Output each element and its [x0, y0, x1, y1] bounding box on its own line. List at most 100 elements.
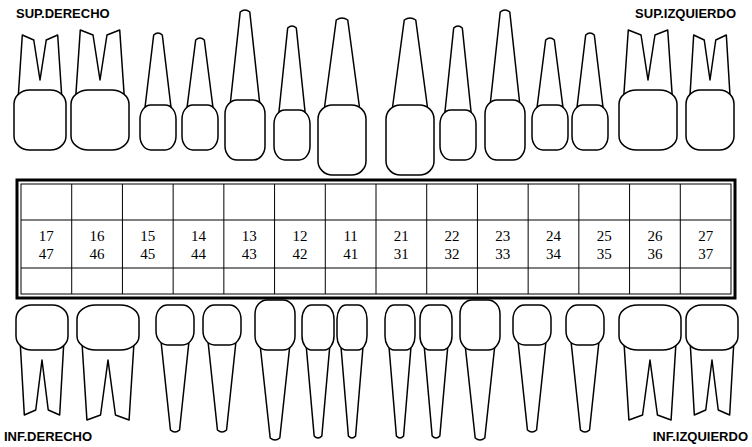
tooth-root	[392, 18, 428, 113]
tooth-crown	[77, 305, 139, 350]
tooth-number: 26	[630, 228, 681, 245]
tooth-crown	[513, 305, 551, 345]
tooth-root	[144, 33, 171, 113]
tooth-root	[82, 342, 134, 420]
tooth-number: 25	[579, 228, 630, 245]
tooth-number: 46	[72, 246, 123, 263]
tooth-root	[624, 30, 673, 98]
grid-line	[578, 184, 579, 294]
grid-line	[528, 184, 529, 294]
grid-line	[680, 184, 681, 294]
tooth-number: 47	[21, 246, 72, 263]
tooth-number: 36	[630, 246, 681, 263]
tooth-root	[161, 337, 190, 432]
tooth-root	[278, 26, 305, 118]
tooth-number: 12	[275, 228, 326, 245]
tooth-crown	[566, 305, 604, 345]
quadrant-label: SUP.IZQUIERDO	[635, 6, 736, 21]
tooth-number: 17	[21, 228, 72, 245]
tooth-root	[186, 38, 213, 113]
tooth-number: 44	[173, 246, 224, 263]
tooth-crown	[16, 305, 68, 350]
tooth-root	[690, 342, 734, 415]
tooth-number: 15	[122, 228, 173, 245]
grid-line	[477, 184, 478, 294]
tooth-crown	[485, 100, 525, 160]
grid-line	[21, 268, 731, 269]
grid-line	[376, 184, 377, 294]
tooth-root	[230, 10, 260, 108]
table-border	[17, 180, 735, 298]
grid-line	[274, 184, 275, 294]
tooth-crown	[140, 105, 176, 150]
tooth-number: 41	[325, 246, 376, 263]
tooth-crown	[385, 305, 415, 350]
tooth-root	[76, 30, 125, 98]
tooth-number: 33	[477, 246, 528, 263]
tooth-number: 45	[122, 246, 173, 263]
tooth-number: 16	[72, 228, 123, 245]
tooth-number: 21	[376, 228, 427, 245]
tooth-crown	[572, 105, 608, 150]
tooth-crown	[225, 100, 265, 160]
grid-line	[223, 184, 224, 294]
tooth-crown	[420, 305, 452, 350]
tooth-crown	[440, 110, 476, 160]
tooth-root	[576, 33, 603, 113]
tooth-root	[624, 342, 676, 420]
tooth-number: 22	[427, 228, 478, 245]
tooth-crown	[274, 110, 310, 160]
tooth-crown	[14, 90, 66, 150]
tooth-number: 11	[325, 228, 376, 245]
tooth-root	[18, 35, 62, 98]
grid-line	[325, 184, 326, 294]
grid-line	[71, 184, 72, 294]
tooth-number: 24	[528, 228, 579, 245]
tooth-number: 32	[427, 246, 478, 263]
quadrant-label: INF.IZQUIERDO	[653, 429, 748, 444]
tooth-root	[518, 337, 547, 432]
tooth-number: 13	[224, 228, 275, 245]
tooth-root	[424, 342, 448, 438]
tooth-number: 43	[224, 246, 275, 263]
tooth-number: 27	[680, 228, 731, 245]
tooth-root	[444, 26, 471, 118]
tooth-crown	[182, 105, 218, 150]
tooth-root	[20, 342, 64, 415]
tooth-crown	[619, 90, 677, 150]
tooth-root	[208, 337, 237, 432]
grid-line	[629, 184, 630, 294]
grid-line	[122, 184, 123, 294]
tooth-number: 14	[173, 228, 224, 245]
tooth-number: 23	[477, 228, 528, 245]
tooth-root	[465, 342, 495, 440]
tooth-crown	[686, 305, 738, 350]
tooth-crown	[619, 305, 681, 350]
tooth-crown	[686, 90, 734, 150]
tooth-root	[260, 342, 290, 440]
tooth-crown	[532, 105, 568, 150]
tooth-root	[536, 38, 563, 113]
tooth-crown	[302, 305, 334, 350]
tooth-root	[490, 10, 520, 108]
grid-line	[21, 220, 731, 221]
tooth-root	[690, 35, 730, 98]
grid-line	[426, 184, 427, 294]
tooth-crown	[156, 305, 194, 345]
tooth-number: 31	[376, 246, 427, 263]
tooth-number: 37	[680, 246, 731, 263]
tooth-root	[389, 342, 412, 438]
tooth-crown	[337, 305, 367, 350]
tooth-root	[571, 337, 600, 432]
table-inner-border	[21, 184, 731, 294]
tooth-crown	[460, 300, 500, 350]
tooth-crown	[203, 305, 241, 345]
tooth-crown	[71, 90, 129, 150]
tooth-root	[341, 342, 364, 438]
quadrant-label: INF.DERECHO	[4, 429, 92, 444]
tooth-root	[306, 342, 330, 438]
tooth-number: 34	[528, 246, 579, 263]
tooth-root	[324, 18, 360, 113]
